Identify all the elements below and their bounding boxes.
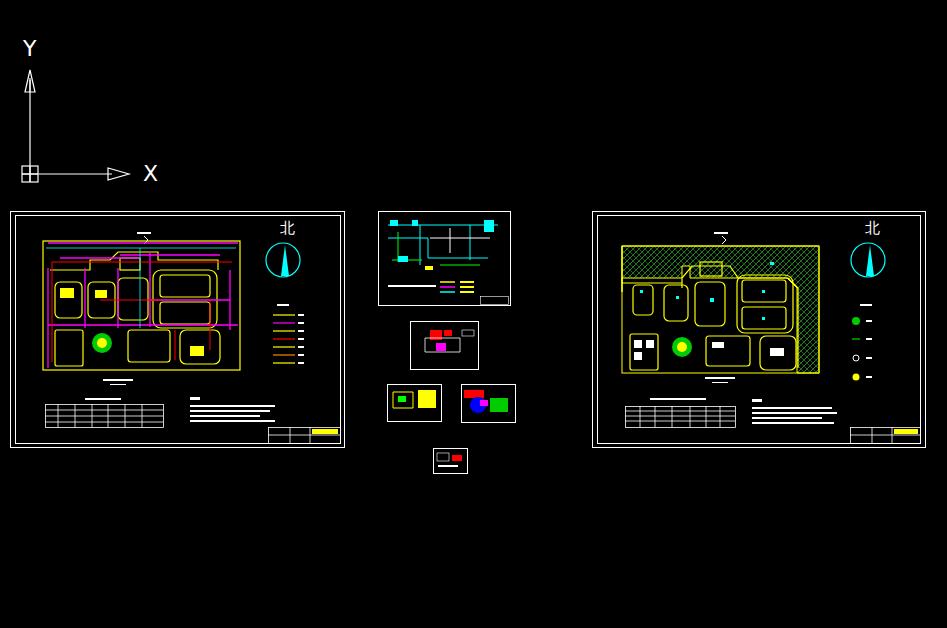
north-label: 北 (280, 221, 295, 236)
axis-label: X (143, 163, 158, 185)
north-label: 北 (865, 221, 880, 236)
axis-label: Y (23, 38, 36, 60)
